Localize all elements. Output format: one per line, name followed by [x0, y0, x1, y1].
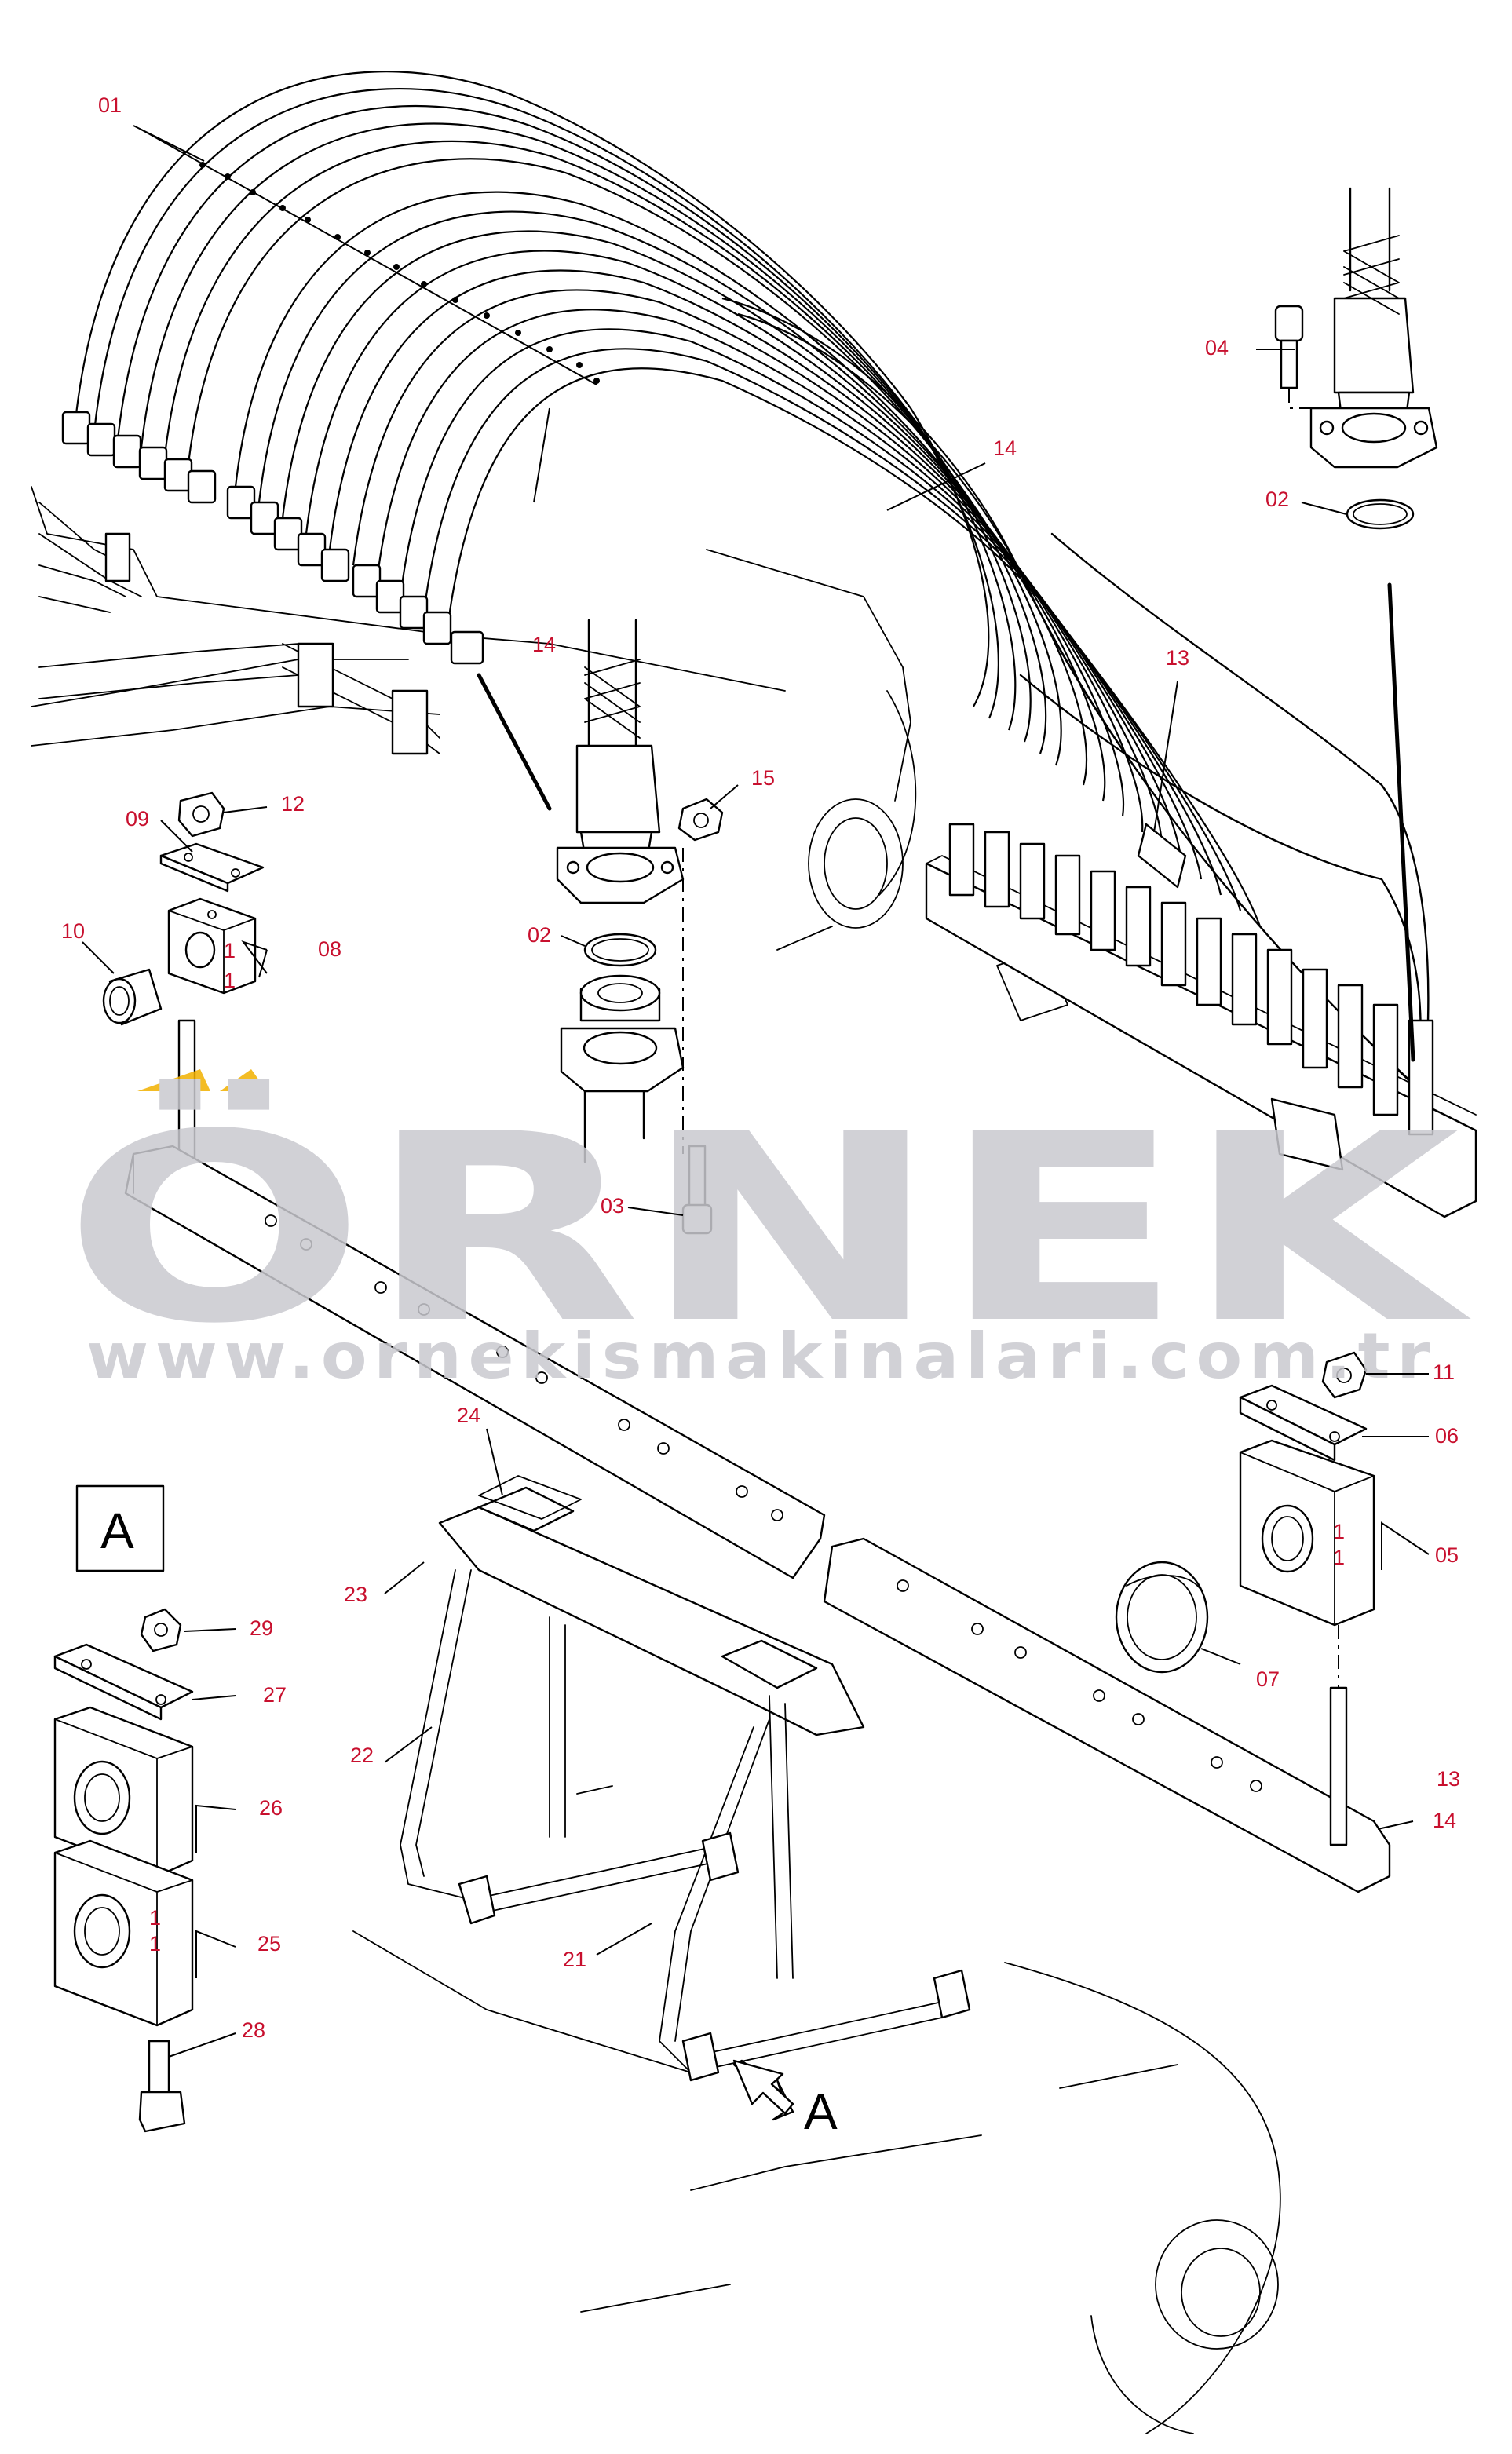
callout-23: 23: [344, 1583, 367, 1606]
callout-09: 09: [126, 807, 149, 831]
callout-12: 12: [281, 792, 305, 816]
qty-25-a: 1: [149, 1906, 161, 1930]
qty-08-b: 1: [224, 969, 236, 992]
watermark-accent: [137, 1069, 210, 1091]
view-a-detail: [53, 1484, 194, 2133]
callout-27: 27: [263, 1683, 287, 1707]
callout-04: 04: [1205, 336, 1229, 360]
callout-14-bottom: 14: [1433, 1809, 1456, 1832]
callout-01: 01: [98, 93, 122, 117]
view-label-a-boxed: A: [100, 1503, 134, 1559]
callout-13-bottom: 13: [1437, 1767, 1460, 1791]
callout-06: 06: [1435, 1424, 1459, 1448]
detail-flange-center: [477, 619, 724, 1235]
right-clamp-assembly: [1115, 1351, 1375, 1688]
callout-24: 24: [457, 1404, 480, 1427]
left-hose-fittings: [61, 411, 484, 665]
watermark: ÖRNEK www.ornekismakinalari.com.tr: [63, 1069, 1474, 1393]
view-label-a-arrow: A: [804, 2083, 838, 2140]
callout-08: 08: [318, 937, 341, 961]
leader-lines: [82, 125, 1430, 2058]
callout-10: 10: [61, 919, 85, 943]
callout-15: 15: [751, 766, 775, 790]
hydraulic-hose-bundle: [73, 71, 1430, 1116]
bundle-clamp: [1137, 823, 1187, 889]
qty-25-b: 1: [149, 1932, 161, 1956]
qty-05-b: 1: [1333, 1546, 1345, 1569]
callout-14-top: 14: [993, 436, 1017, 460]
watermark-brand: ÖRNEK: [63, 1076, 1474, 1380]
callout-05: 05: [1435, 1543, 1459, 1567]
qty-08-a: 1: [224, 939, 236, 962]
callout-25: 25: [257, 1932, 281, 1956]
callout-26: 26: [259, 1796, 283, 1820]
callout-13-top: 13: [1166, 646, 1189, 670]
watermark-url: www.ornekismakinalari.com.tr: [86, 1320, 1437, 1393]
left-manifold-pipes: [38, 502, 440, 755]
detail-flange-top-right: [1274, 187, 1438, 1062]
hose-set-marker-line: [141, 129, 600, 385]
right-valve-manifold: [925, 823, 1477, 1218]
left-clamp-assembly: [102, 791, 265, 1171]
callout-28: 28: [242, 2018, 265, 2042]
callout-29: 29: [250, 1616, 273, 1640]
support-bracket: [400, 1475, 971, 2121]
callout-03: 03: [601, 1194, 624, 1218]
view-a-box: [75, 1484, 165, 1572]
callout-11: 11: [1433, 1360, 1455, 1384]
qty-05-a: 1: [1333, 1520, 1345, 1543]
callout-02-center: 02: [528, 923, 551, 947]
callout-22: 22: [350, 1744, 374, 1767]
callout-labels: 01 04 02 14 14 13 15 12 09 10 08 1 1 02 …: [61, 93, 1460, 2140]
long-rail: [124, 1145, 1391, 1893]
callout-21: 21: [563, 1948, 586, 1971]
machine-background-outline: [31, 486, 1281, 2434]
callout-14-mid: 14: [532, 633, 556, 656]
callout-02-top: 02: [1265, 488, 1289, 511]
callout-07: 07: [1256, 1667, 1280, 1691]
